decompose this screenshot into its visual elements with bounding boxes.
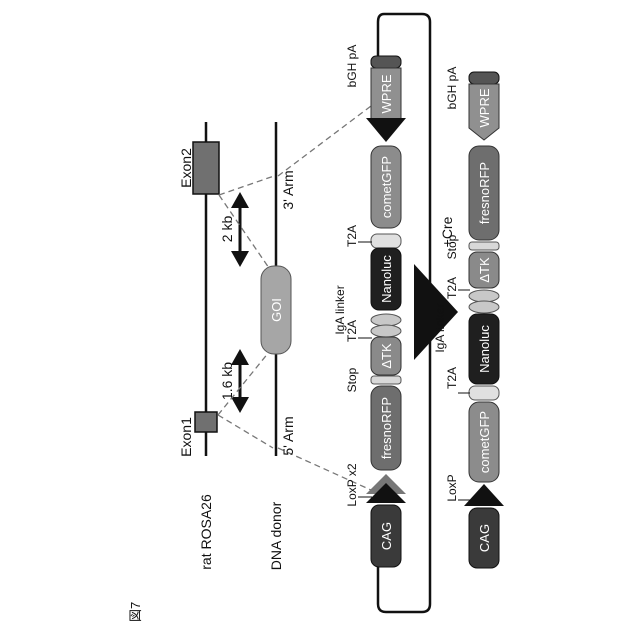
after-dtk-label: ΔTK bbox=[477, 257, 492, 283]
after-t2a2-label: T2A bbox=[445, 277, 459, 299]
after-stop bbox=[469, 242, 499, 250]
before-dtk-label: ΔTK bbox=[379, 343, 394, 369]
after-stop-label: Stop bbox=[445, 234, 459, 259]
after-cag-label: CAG bbox=[477, 524, 492, 552]
before-t2a-2 bbox=[371, 234, 401, 248]
before-bgh-label: bGH pA bbox=[345, 45, 359, 88]
before-bgh-pa bbox=[371, 56, 401, 68]
before-construct bbox=[366, 56, 406, 567]
after-bgh-label: bGH pA bbox=[445, 67, 459, 110]
goi-label: GOI bbox=[269, 298, 284, 322]
after-t2a-1 bbox=[469, 386, 499, 400]
after-iga-linker bbox=[469, 290, 499, 302]
before-stop-label: Stop bbox=[345, 367, 359, 392]
rat-rosa26-label: rat ROSA26 bbox=[198, 494, 214, 570]
exon1-label: Exon1 bbox=[178, 417, 194, 457]
arm3-label: 3' Arm bbox=[280, 170, 296, 209]
after-t2a1-label: T2A bbox=[445, 367, 459, 389]
distance-label-1-6kb: 1.6 kb bbox=[219, 362, 235, 400]
exon1-box bbox=[195, 412, 217, 432]
exon2-box bbox=[193, 142, 219, 194]
before-stop bbox=[371, 376, 401, 384]
after-loxp bbox=[464, 484, 504, 506]
before-nanoluc-label: Nanoluc bbox=[379, 255, 394, 303]
after-construct bbox=[464, 72, 504, 568]
before-wpre-label: WPRE bbox=[379, 74, 394, 113]
before-cag-label: CAG bbox=[379, 522, 394, 550]
figure-label: 図7 bbox=[128, 602, 143, 622]
before-loxp-label: LoxP x2 bbox=[345, 463, 359, 506]
before-loxp-top bbox=[366, 118, 406, 142]
before-fresnorfp-label: fresnoRFP bbox=[379, 397, 394, 459]
after-iga-label: IgA linker bbox=[433, 303, 447, 352]
distance-label-2kb: 2 kb bbox=[219, 216, 235, 243]
after-fresnorfp-label: fresnoRFP bbox=[477, 162, 492, 224]
before-t2a2-label: T2A bbox=[345, 225, 359, 247]
after-bgh-pa bbox=[469, 72, 499, 84]
before-iga-linker bbox=[371, 314, 401, 326]
after-loxp-label: LoxP bbox=[445, 474, 459, 501]
before-cometgfp-label: cometGFP bbox=[379, 156, 394, 218]
after-wpre-label: WPRE bbox=[477, 88, 492, 127]
exon2-label: Exon2 bbox=[178, 148, 194, 188]
arm5-label: 5' Arm bbox=[280, 416, 296, 455]
after-nanoluc-label: Nanoluc bbox=[477, 325, 492, 373]
before-t2a1-label: T2A bbox=[345, 320, 359, 342]
dna-donor-label: DNA donor bbox=[268, 501, 284, 570]
after-cometgfp-label: cometGFP bbox=[477, 411, 492, 473]
